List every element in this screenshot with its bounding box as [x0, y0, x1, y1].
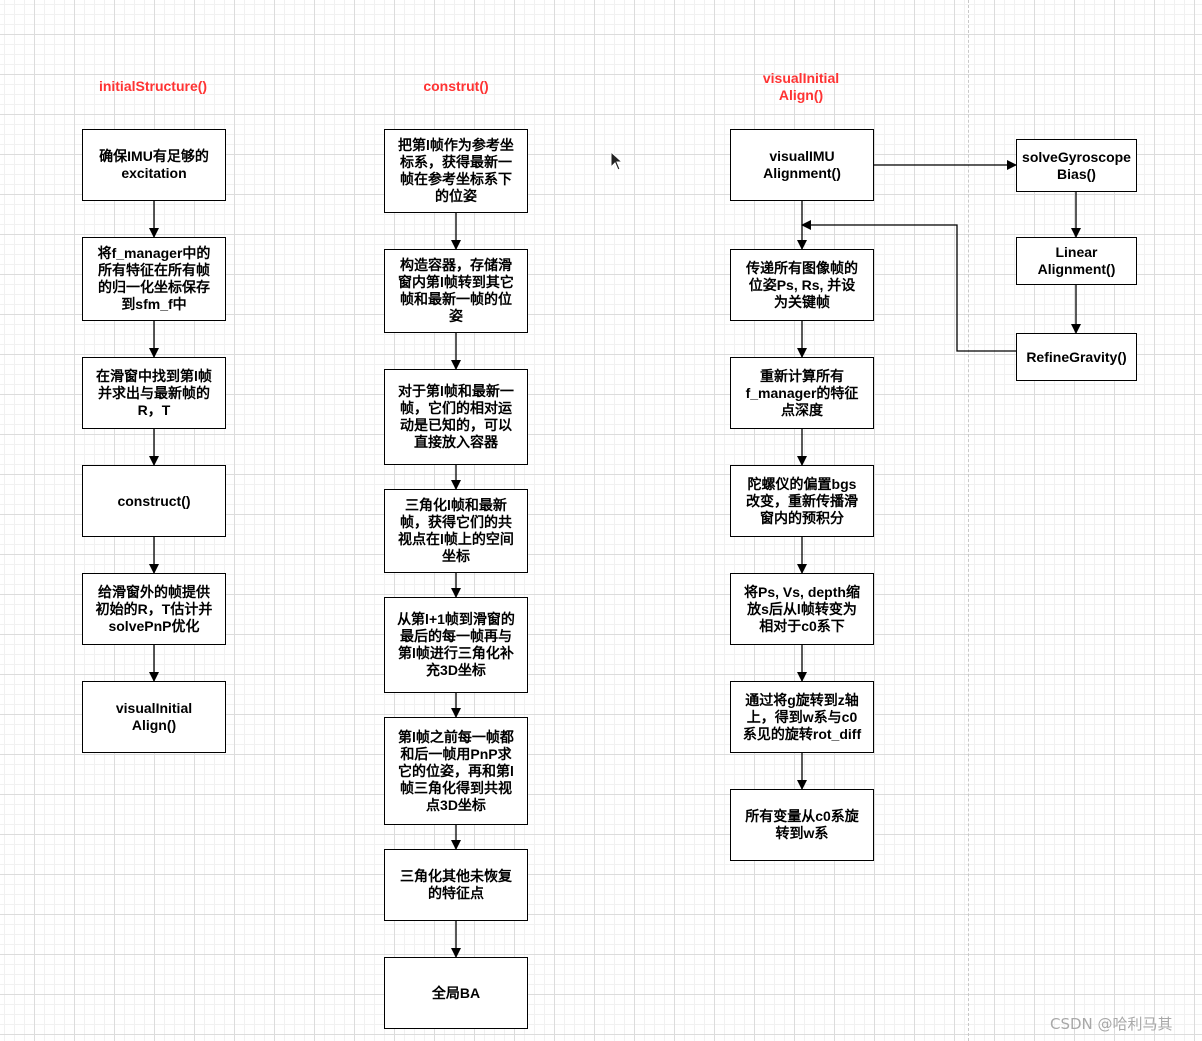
node-label: 构造容器，存储滑 窗内第l帧转到其它 帧和最新一帧的位 姿	[398, 257, 514, 324]
node-relative-motion[interactable]: 对于第l帧和最新一 帧，它们的相对运 动是已知的，可以 直接放入容器	[384, 369, 528, 465]
node-label: 将f_manager中的 所有特征在所有帧 的归一化坐标保存 到sfm_f中	[97, 245, 211, 312]
node-label: 在滑窗中找到第l帧 并求出与最新帧的 R，T	[96, 367, 212, 418]
node-excitation-check[interactable]: 确保IMU有足够的 excitation	[82, 129, 226, 201]
node-label: solveGyroscope Bias()	[1022, 148, 1131, 182]
node-label: 第l帧之前每一帧都 和后一帧用PnP求 它的位姿，再和第l 帧三角化得到共视 点…	[398, 728, 514, 813]
node-triangulate-rest[interactable]: 三角化其他未恢复 的特征点	[384, 849, 528, 921]
node-triangulate-forward[interactable]: 从第l+1帧到滑窗的 最后的每一帧再与 第l帧进行三角化补 充3D坐标	[384, 597, 528, 693]
node-label: 对于第l帧和最新一 帧，它们的相对运 动是已知的，可以 直接放入容器	[398, 383, 514, 450]
node-label: Linear Alignment()	[1037, 244, 1116, 277]
node-solve-pnp[interactable]: 给滑窗外的帧提供 初始的R，T估计并 solvePnP优化	[82, 573, 226, 645]
node-label: RefineGravity()	[1026, 348, 1127, 365]
node-recompute-depth[interactable]: 重新计算所有 f_manager的特征 点深度	[730, 357, 874, 429]
title-visual-initial-align: visualInitial Align()	[762, 70, 840, 103]
node-build-container[interactable]: 构造容器，存储滑 窗内第l帧转到其它 帧和最新一帧的位 姿	[384, 249, 528, 333]
arrow-refine-return	[801, 220, 1016, 352]
node-save-sfm-f[interactable]: 将f_manager中的 所有特征在所有帧 的归一化坐标保存 到sfm_f中	[82, 237, 226, 321]
node-label: 全局BA	[431, 984, 481, 1001]
node-linear-alignment[interactable]: Linear Alignment()	[1016, 237, 1137, 285]
node-label: 把第l帧作为参考坐 标系，获得最新一 帧在参考坐标系下 的位姿	[398, 137, 514, 204]
node-label: 给滑窗外的帧提供 初始的R，T估计并 solvePnP优化	[95, 583, 213, 634]
node-find-l-frame[interactable]: 在滑窗中找到第l帧 并求出与最新帧的 R，T	[82, 357, 226, 429]
node-label: visualInitial Align()	[115, 700, 193, 733]
dashed-divider	[968, 0, 969, 1041]
mouse-pointer-icon	[610, 151, 624, 171]
node-reference-frame[interactable]: 把第l帧作为参考坐 标系，获得最新一 帧在参考坐标系下 的位姿	[384, 129, 528, 213]
node-label: 通过将g旋转到z轴 上，得到w系与c0 系见的旋转rot_diff	[742, 691, 862, 742]
node-label: construct()	[117, 492, 191, 509]
node-label: 重新计算所有 f_manager的特征 点深度	[745, 367, 859, 418]
node-visual-imu-alignment[interactable]: visualIMU Alignment()	[730, 129, 874, 201]
node-label: 将Ps, Vs, depth缩 放s后从l帧转变为 相对于c0系下	[744, 583, 860, 634]
node-label: visualIMU Alignment()	[763, 148, 841, 181]
title-construt: construt()	[423, 78, 489, 94]
node-pnp-backward[interactable]: 第l帧之前每一帧都 和后一帧用PnP求 它的位姿，再和第l 帧三角化得到共视 点…	[384, 717, 528, 825]
node-repropagate[interactable]: 陀螺仪的偏置bgs 改变，重新传播滑 窗内的预积分	[730, 465, 874, 537]
node-label: 传递所有图像帧的 位姿Ps, Rs, 并设 为关键帧	[746, 259, 858, 310]
node-scale-to-c0[interactable]: 将Ps, Vs, depth缩 放s后从l帧转变为 相对于c0系下	[730, 573, 874, 645]
node-label: 确保IMU有足够的 excitation	[99, 148, 209, 181]
node-visual-initial-align[interactable]: visualInitial Align()	[82, 681, 226, 753]
node-rot-diff[interactable]: 通过将g旋转到z轴 上，得到w系与c0 系见的旋转rot_diff	[730, 681, 874, 753]
node-triangulate-l[interactable]: 三角化l帧和最新 帧，获得它们的共 视点在l帧上的空间 坐标	[384, 489, 528, 573]
title-initial-structure: initialStructure()	[98, 78, 208, 94]
node-label: 陀螺仪的偏置bgs 改变，重新传播滑 窗内的预积分	[746, 475, 858, 526]
node-label: 从第l+1帧到滑窗的 最后的每一帧再与 第l帧进行三角化补 充3D坐标	[397, 611, 515, 678]
node-global-ba[interactable]: 全局BA	[384, 957, 528, 1029]
node-pass-poses[interactable]: 传递所有图像帧的 位姿Ps, Rs, 并设 为关键帧	[730, 249, 874, 321]
node-label: 所有变量从c0系旋 转到w系	[745, 808, 859, 841]
node-solve-gyroscope-bias[interactable]: solveGyroscope Bias()	[1016, 139, 1137, 192]
node-construct[interactable]: construct()	[82, 465, 226, 537]
node-refine-gravity[interactable]: RefineGravity()	[1016, 333, 1137, 381]
watermark: CSDN @哈利马其	[1050, 1015, 1173, 1033]
node-rotate-to-w[interactable]: 所有变量从c0系旋 转到w系	[730, 789, 874, 861]
node-label: 三角化其他未恢复 的特征点	[400, 868, 512, 901]
node-label: 三角化l帧和最新 帧，获得它们的共 视点在l帧上的空间 坐标	[398, 497, 514, 564]
